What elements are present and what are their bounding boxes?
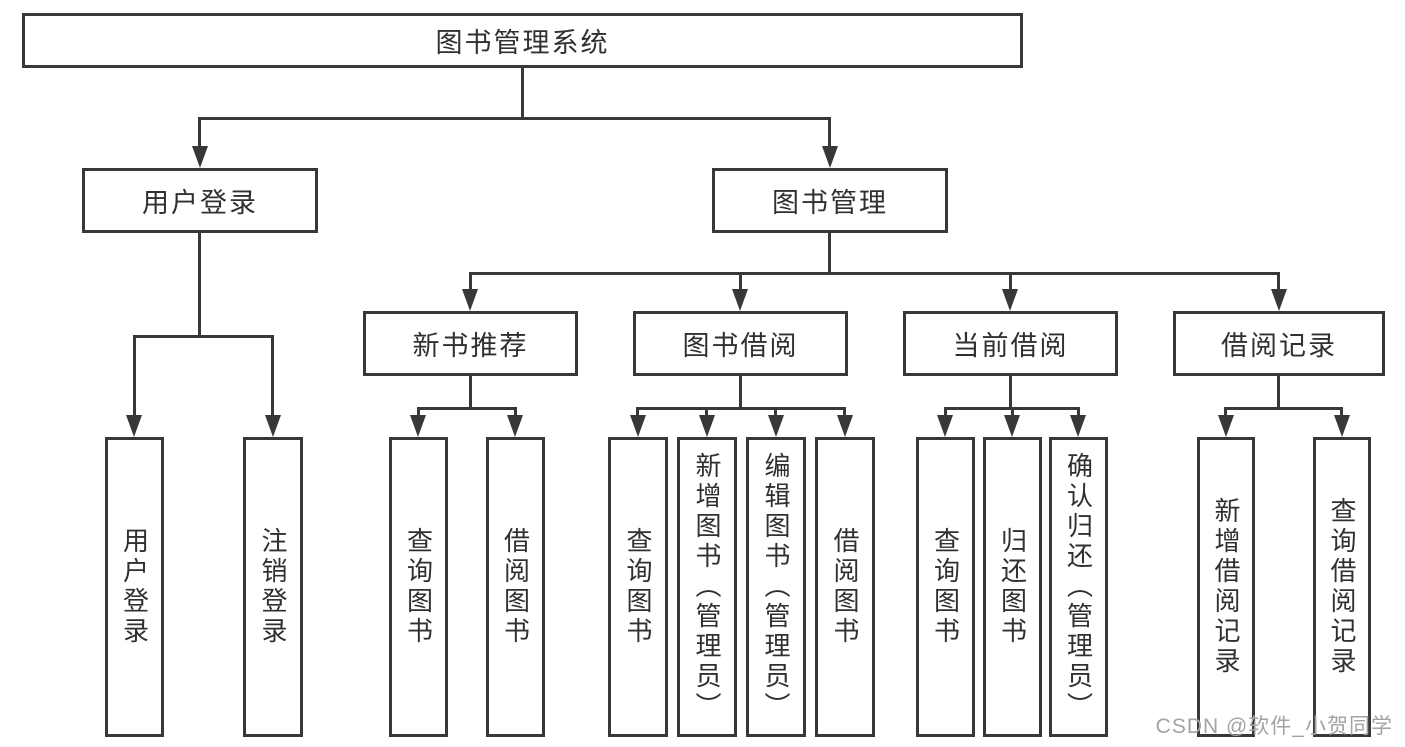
connector-vline <box>1009 272 1012 294</box>
connector-arrowhead-icon <box>630 415 646 437</box>
connector-arrowhead-icon <box>822 146 838 168</box>
connector-arrowhead-icon <box>732 289 748 311</box>
connector-vline <box>133 335 136 419</box>
leaf-query-books-current: 查询图书 <box>916 437 975 737</box>
connector-arrowhead-icon <box>1004 415 1020 437</box>
connector-arrowhead-icon <box>126 415 142 437</box>
leaf-query-books-recommend: 查询图书 <box>389 437 448 737</box>
connector-arrowhead-icon <box>265 415 281 437</box>
connector-vline <box>636 407 639 421</box>
connector-hline <box>469 272 1280 275</box>
connector-hline <box>1224 407 1343 410</box>
connector-vline <box>521 68 524 120</box>
node-current-borrowing: 当前借阅 <box>903 311 1118 376</box>
connector-vline <box>828 117 831 151</box>
connector-vline <box>1011 407 1014 421</box>
connector-arrowhead-icon <box>1002 289 1018 311</box>
leaf-add-borrow-record: 新增借阅记录 <box>1197 437 1255 737</box>
connector-vline <box>469 272 472 294</box>
connector-hline <box>417 407 517 410</box>
leaf-query-borrow-record: 查询借阅记录 <box>1313 437 1371 737</box>
connector-hline <box>944 407 1080 410</box>
connector-vline <box>1077 407 1080 421</box>
connector-vline <box>774 407 777 421</box>
node-new-book-recommend: 新书推荐 <box>363 311 578 376</box>
connector-vline <box>271 335 274 419</box>
connector-vline <box>739 272 742 294</box>
connector-hline <box>636 407 846 410</box>
leaf-query-books-borrowing: 查询图书 <box>608 437 668 737</box>
node-user-login: 用户登录 <box>82 168 318 233</box>
connector-hline <box>133 335 274 338</box>
connector-arrowhead-icon <box>768 415 784 437</box>
connector-vline <box>843 407 846 421</box>
connector-vline <box>1224 407 1227 421</box>
connector-vline <box>514 407 517 421</box>
connector-arrowhead-icon <box>507 415 523 437</box>
connector-vline <box>469 376 472 409</box>
connector-arrowhead-icon <box>1271 289 1287 311</box>
connector-arrowhead-icon <box>1218 415 1234 437</box>
connector-vline <box>1340 407 1343 421</box>
node-book-management-system: 图书管理系统 <box>22 13 1023 68</box>
connector-vline <box>944 407 947 421</box>
leaf-confirm-return-admin: 确认归还（管理员） <box>1049 437 1108 737</box>
connector-arrowhead-icon <box>192 146 208 168</box>
leaf-borrow-books-recommend: 借阅图书 <box>486 437 545 737</box>
connector-vline <box>705 407 708 421</box>
connector-vline <box>1009 376 1012 409</box>
connector-arrowhead-icon <box>1070 415 1086 437</box>
leaf-user-login: 用户登录 <box>105 437 164 737</box>
connector-arrowhead-icon <box>837 415 853 437</box>
csdn-watermark: CSDN @软件_小贺同学 <box>1155 715 1393 738</box>
connector-vline <box>739 376 742 409</box>
connector-arrowhead-icon <box>410 415 426 437</box>
leaf-edit-book-admin: 编辑图书（管理员） <box>746 437 806 737</box>
node-book-borrowing: 图书借阅 <box>633 311 848 376</box>
leaf-logout: 注销登录 <box>243 437 303 737</box>
node-book-management: 图书管理 <box>712 168 948 233</box>
connector-arrowhead-icon <box>699 415 715 437</box>
connector-vline <box>1277 272 1280 294</box>
connector-vline <box>828 233 831 274</box>
leaf-borrow-books: 借阅图书 <box>815 437 875 737</box>
leaf-return-book: 归还图书 <box>983 437 1042 737</box>
connector-hline <box>198 117 831 120</box>
connector-vline <box>1277 376 1280 409</box>
connector-arrowhead-icon <box>462 289 478 311</box>
connector-vline <box>198 233 201 337</box>
connector-arrowhead-icon <box>937 415 953 437</box>
node-borrowing-records: 借阅记录 <box>1173 311 1385 376</box>
leaf-add-book-admin: 新增图书（管理员） <box>677 437 737 737</box>
connector-vline <box>198 117 201 151</box>
connector-vline <box>417 407 420 421</box>
connector-arrowhead-icon <box>1334 415 1350 437</box>
